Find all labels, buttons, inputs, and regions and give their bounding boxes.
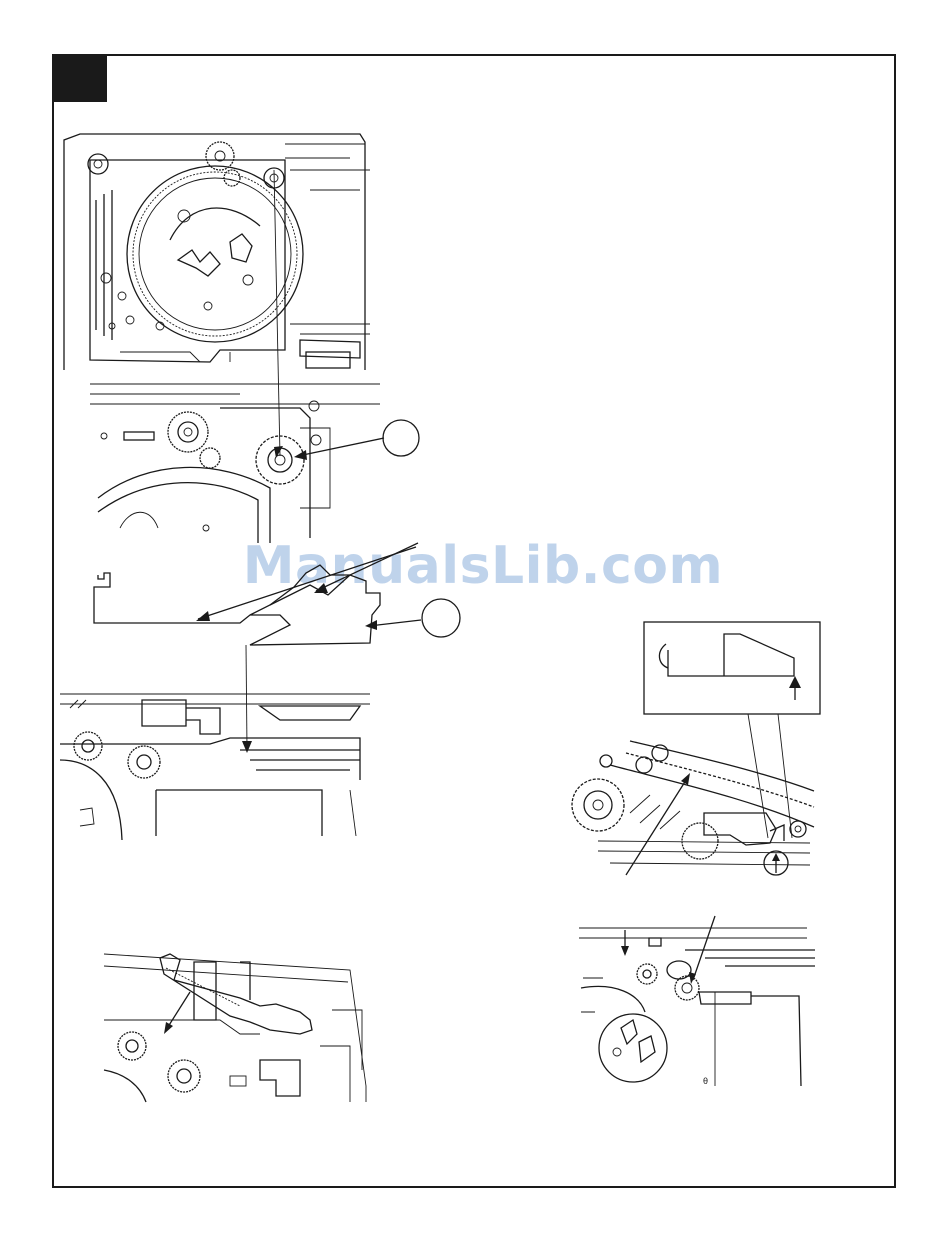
figure-top-chassis [60,130,380,380]
figure-inset-detail [640,618,825,718]
small-mark: θ [703,1076,708,1086]
figure-rack-tilted [100,950,370,1105]
callout-circle-2 [355,596,465,641]
figure-rack-installed [60,690,370,840]
figure-gear-engagement [570,735,820,885]
figure-final-assembly: θ [575,912,815,1087]
step-number-badge [52,54,107,102]
callout-circle-1 [280,418,430,468]
